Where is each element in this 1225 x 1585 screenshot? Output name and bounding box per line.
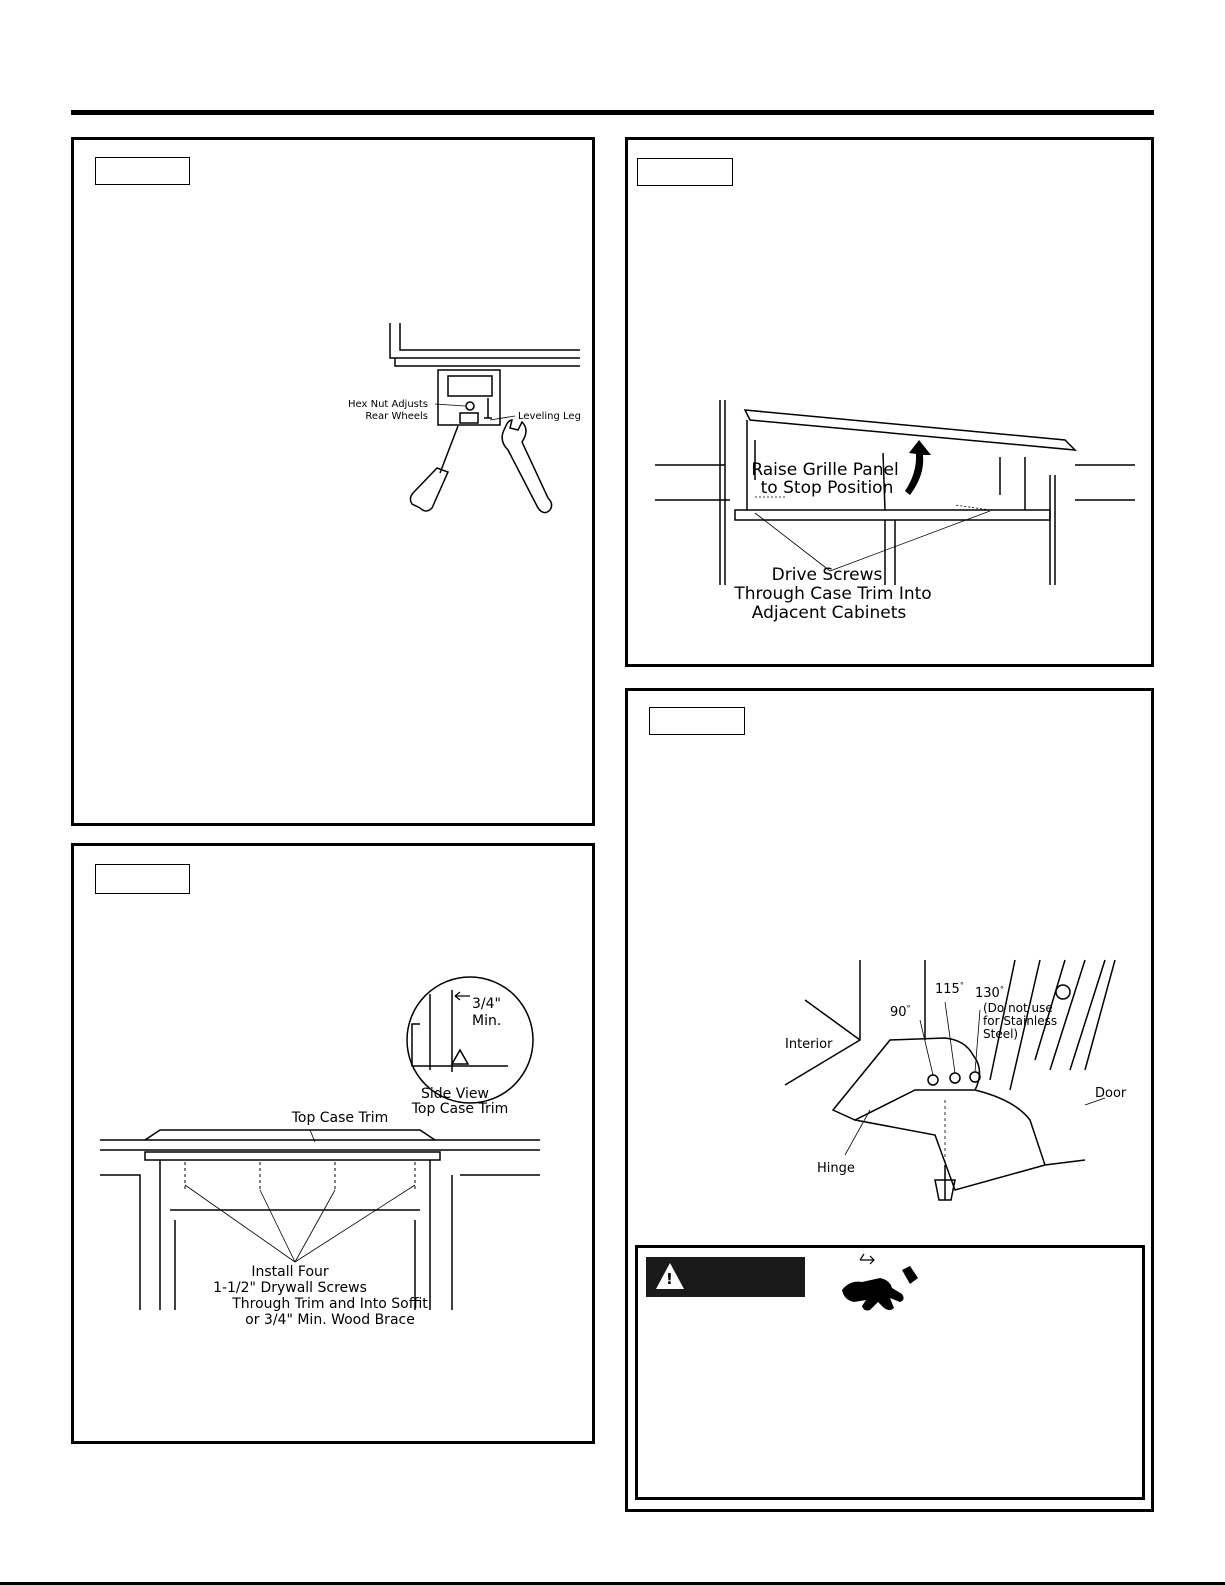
grille-illustration: Raise Grille Panel to Stop Position Driv…: [655, 400, 1135, 623]
raise-arrow-icon: [905, 440, 931, 495]
leveling-illustration: Hex Nut Adjusts Rear Wheels Leveling Leg: [348, 323, 581, 514]
dim-label-b: Min.: [472, 1013, 501, 1029]
hinge-label: Hinge: [817, 1161, 855, 1176]
angle-115-label: 115°: [935, 981, 964, 997]
install-label-3: Through Trim and Into Soffit: [231, 1296, 428, 1312]
step-label-box: [649, 707, 745, 735]
drive-through-label: Through Case Trim Into: [733, 584, 931, 604]
rear-wheels-label: Rear Wheels: [365, 411, 428, 422]
drive-screws-label: Drive Screws: [772, 565, 883, 585]
stop-position-label: to Stop Position: [761, 478, 894, 498]
top-case-trim-label: Top Case Trim: [291, 1110, 389, 1126]
hinge-illustration: 90° 115° 130° (Do not use for Stainless …: [784, 959, 1127, 1201]
hex-nut-label: Hex Nut Adjusts: [348, 399, 428, 410]
hex-nut-leader: [434, 403, 466, 407]
wrench-icon: [501, 419, 553, 514]
angle-130-label: 130°: [975, 985, 1004, 1001]
warning-label: !: [646, 1257, 805, 1297]
leveling-leg-leader: [489, 415, 516, 421]
install-label-1: Install Four: [251, 1264, 329, 1280]
top-case-trim-illustration: 3/4" Min. Side View Top Case Trim Top Ca…: [100, 976, 540, 1328]
door-label: Door: [1095, 1086, 1127, 1101]
adjacent-cabinets-label: Adjacent Cabinets: [752, 603, 907, 623]
side-view-label: Side View: [421, 1086, 489, 1102]
step-label-box: [95, 864, 190, 894]
footer-rule: [0, 1582, 1225, 1585]
interior-label: Interior: [785, 1037, 833, 1052]
install-label-2: 1-1/2" Drywall Screws: [213, 1280, 367, 1296]
side-view-sub-label: Top Case Trim: [411, 1101, 509, 1117]
panel-top-case-trim: [71, 843, 595, 1444]
raise-grille-label: Raise Grille Panel: [751, 460, 898, 480]
panel-leveling: [71, 137, 595, 826]
angle-90-label: 90°: [890, 1004, 911, 1020]
leveling-leg-label: Leveling Leg: [518, 411, 581, 422]
header-rule: [71, 110, 1154, 115]
panel-hinge: [625, 688, 1154, 1512]
stainless-note-1: (Do not use: [983, 1001, 1053, 1015]
warning-triangle-icon: [656, 1263, 684, 1289]
panel-grille: [625, 137, 1154, 667]
install-label-4: or 3/4" Min. Wood Brace: [245, 1312, 415, 1328]
screwdriver-icon: [409, 425, 459, 512]
step-label-box: [637, 158, 733, 186]
pinch-hand-icon: [842, 1253, 918, 1311]
stainless-note-3: Steel): [983, 1027, 1018, 1041]
dim-label-a: 3/4": [472, 996, 501, 1012]
step-label-box: [95, 157, 190, 185]
stainless-note-2: for Stainless: [983, 1014, 1057, 1028]
warning-box: [635, 1245, 1145, 1500]
